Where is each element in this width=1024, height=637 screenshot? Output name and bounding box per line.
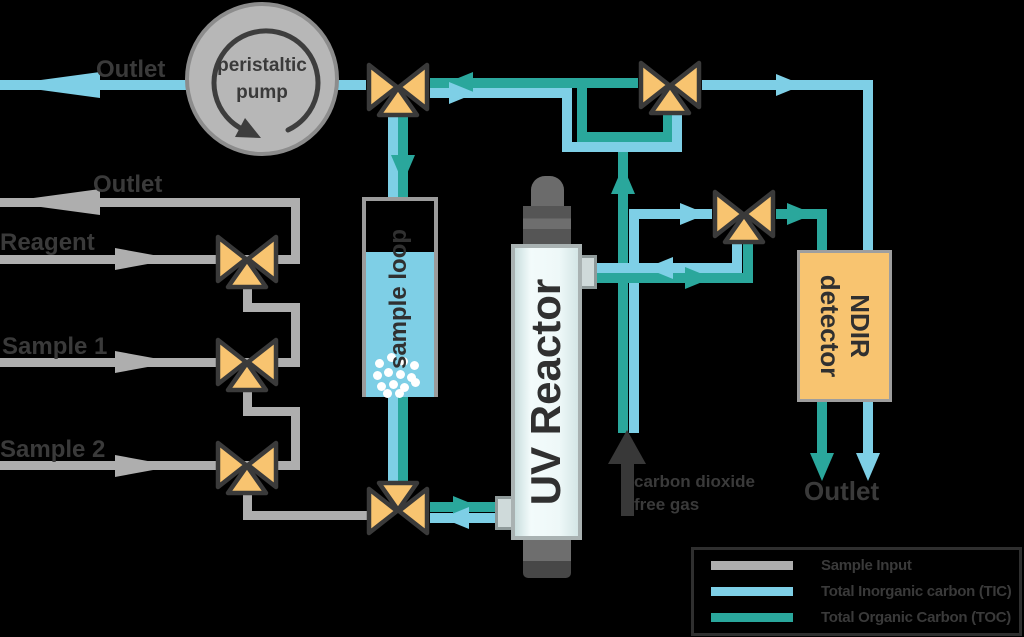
legend-swatch-toc	[711, 613, 793, 623]
reactor-lamp-dome	[531, 176, 564, 210]
valve-ndir-inlet	[712, 189, 776, 245]
ndir-detector-label: NDIR detector	[815, 251, 875, 401]
pipe-waste-riser	[291, 198, 300, 264]
sample-loop-vessel	[362, 197, 438, 398]
toc-riser-up-arrow	[611, 166, 635, 194]
sample1-label: Sample 1	[2, 333, 108, 360]
pipe-tic-gas-riser	[629, 209, 639, 433]
reactor-top-collar	[523, 206, 571, 248]
pipe-tic-loop-lower	[388, 395, 398, 483]
legend-row-tic: Total Inorganic carbon (TIC)	[694, 581, 1019, 603]
legend-label-toc: Total Organic Carbon (TOC)	[821, 609, 1011, 627]
pipe-toc-loop-lower	[398, 395, 408, 483]
pipe-s1-to-s2	[291, 407, 300, 470]
pipe-tic-to-top-valve	[672, 112, 682, 152]
reactor-bottom-cap	[523, 540, 571, 578]
pipe-s1-jog	[243, 407, 300, 416]
valve-sample2	[215, 440, 279, 496]
gas-label-line2: free gas	[634, 495, 700, 514]
gas-label: carbon dioxide free gas	[634, 470, 755, 516]
ndir-label-line2: detector	[815, 274, 845, 378]
pipe-reagent-to-s1	[291, 303, 300, 367]
legend-row-sample-input: Sample Input	[694, 554, 1019, 576]
pump-outlet-arrow	[4, 72, 100, 98]
valve-pump-loop	[366, 62, 430, 118]
pump-label-line1: peristaltic	[217, 55, 307, 76]
legend-swatch-sample-input	[711, 560, 793, 570]
pipe-s2-to-inject-valve	[243, 511, 367, 520]
reagent-label: Reagent	[0, 229, 95, 256]
pipe-toc-jog-vertical	[577, 78, 587, 142]
gas-arrow-shaft	[621, 458, 634, 516]
pump-rotation-arrow	[211, 28, 321, 138]
pipe-s2-drop	[243, 489, 252, 520]
pipe-tic-to-valve2	[629, 209, 712, 219]
pipe-toc-reactor-out	[593, 273, 753, 283]
ndir-label-line1: NDIR	[845, 294, 875, 358]
uv-reactor-label: UV Reactor	[522, 278, 569, 506]
uv-reactor-vessel	[511, 244, 582, 540]
peristaltic-pump: peristaltic pump	[185, 2, 339, 156]
outlet-bottom-label: Outlet	[804, 476, 880, 506]
pump-label: peristaltic pump	[217, 52, 307, 106]
legend-swatch-tic	[711, 587, 793, 596]
ndir-detector	[797, 250, 892, 402]
reagent-arrow	[115, 248, 175, 270]
pipe-tic-valve1-out	[430, 88, 572, 98]
tic-into-valve2-arrow	[680, 203, 707, 225]
pipe-toc-valve2-up	[743, 242, 753, 283]
pipe-toc-ndir-outlet	[817, 402, 827, 454]
pipe-pump-outlet	[0, 80, 366, 90]
pipe-outlet-waste	[0, 198, 300, 207]
outlet-waste-label: Outlet	[93, 171, 163, 198]
pipe-tic-jog-vertical	[562, 88, 572, 152]
pipe-toc-ndir-down	[817, 209, 827, 252]
sample-loop-label: sample loop	[385, 228, 412, 370]
sample1-arrow	[115, 351, 175, 373]
pipe-tic-ndir-outlet	[863, 402, 873, 454]
sample2-label: Sample 2	[0, 436, 106, 463]
tic-topright-arrow	[776, 74, 803, 96]
gas-arrow-head	[608, 430, 646, 464]
valve-sample1	[215, 337, 279, 393]
pipe-tic-valve2-drop	[732, 242, 742, 273]
legend: Sample Input Total Inorganic carbon (TIC…	[691, 547, 1022, 636]
pipe-s1-drop	[243, 386, 252, 416]
gas-label-line1: carbon dioxide	[634, 472, 755, 491]
pipe-tic-lower-horizontal	[562, 142, 682, 152]
sample2-arrow	[115, 455, 175, 477]
legend-label-sample-input: Sample Input	[821, 556, 912, 574]
pipe-tic-right-drop	[863, 80, 873, 252]
legend-label-tic: Total Inorganic carbon (TIC)	[821, 583, 1012, 600]
valve-injection	[366, 480, 430, 536]
outlet-waste-arrow	[4, 189, 100, 215]
outlet-top-label: Outlet	[96, 56, 166, 83]
valve-top-right	[638, 60, 702, 116]
valve-reagent	[215, 234, 279, 290]
toc-to-ndir-arrow	[787, 203, 814, 225]
pipe-toc-main-top	[430, 78, 638, 88]
pump-label-line2: pump	[236, 82, 288, 103]
pipe-reagent-jog	[243, 303, 300, 312]
legend-row-toc: Total Organic Carbon (TOC)	[694, 607, 1019, 629]
pipe-toc-to-top-valve	[663, 110, 673, 142]
pipe-reagent-drop	[243, 283, 252, 312]
